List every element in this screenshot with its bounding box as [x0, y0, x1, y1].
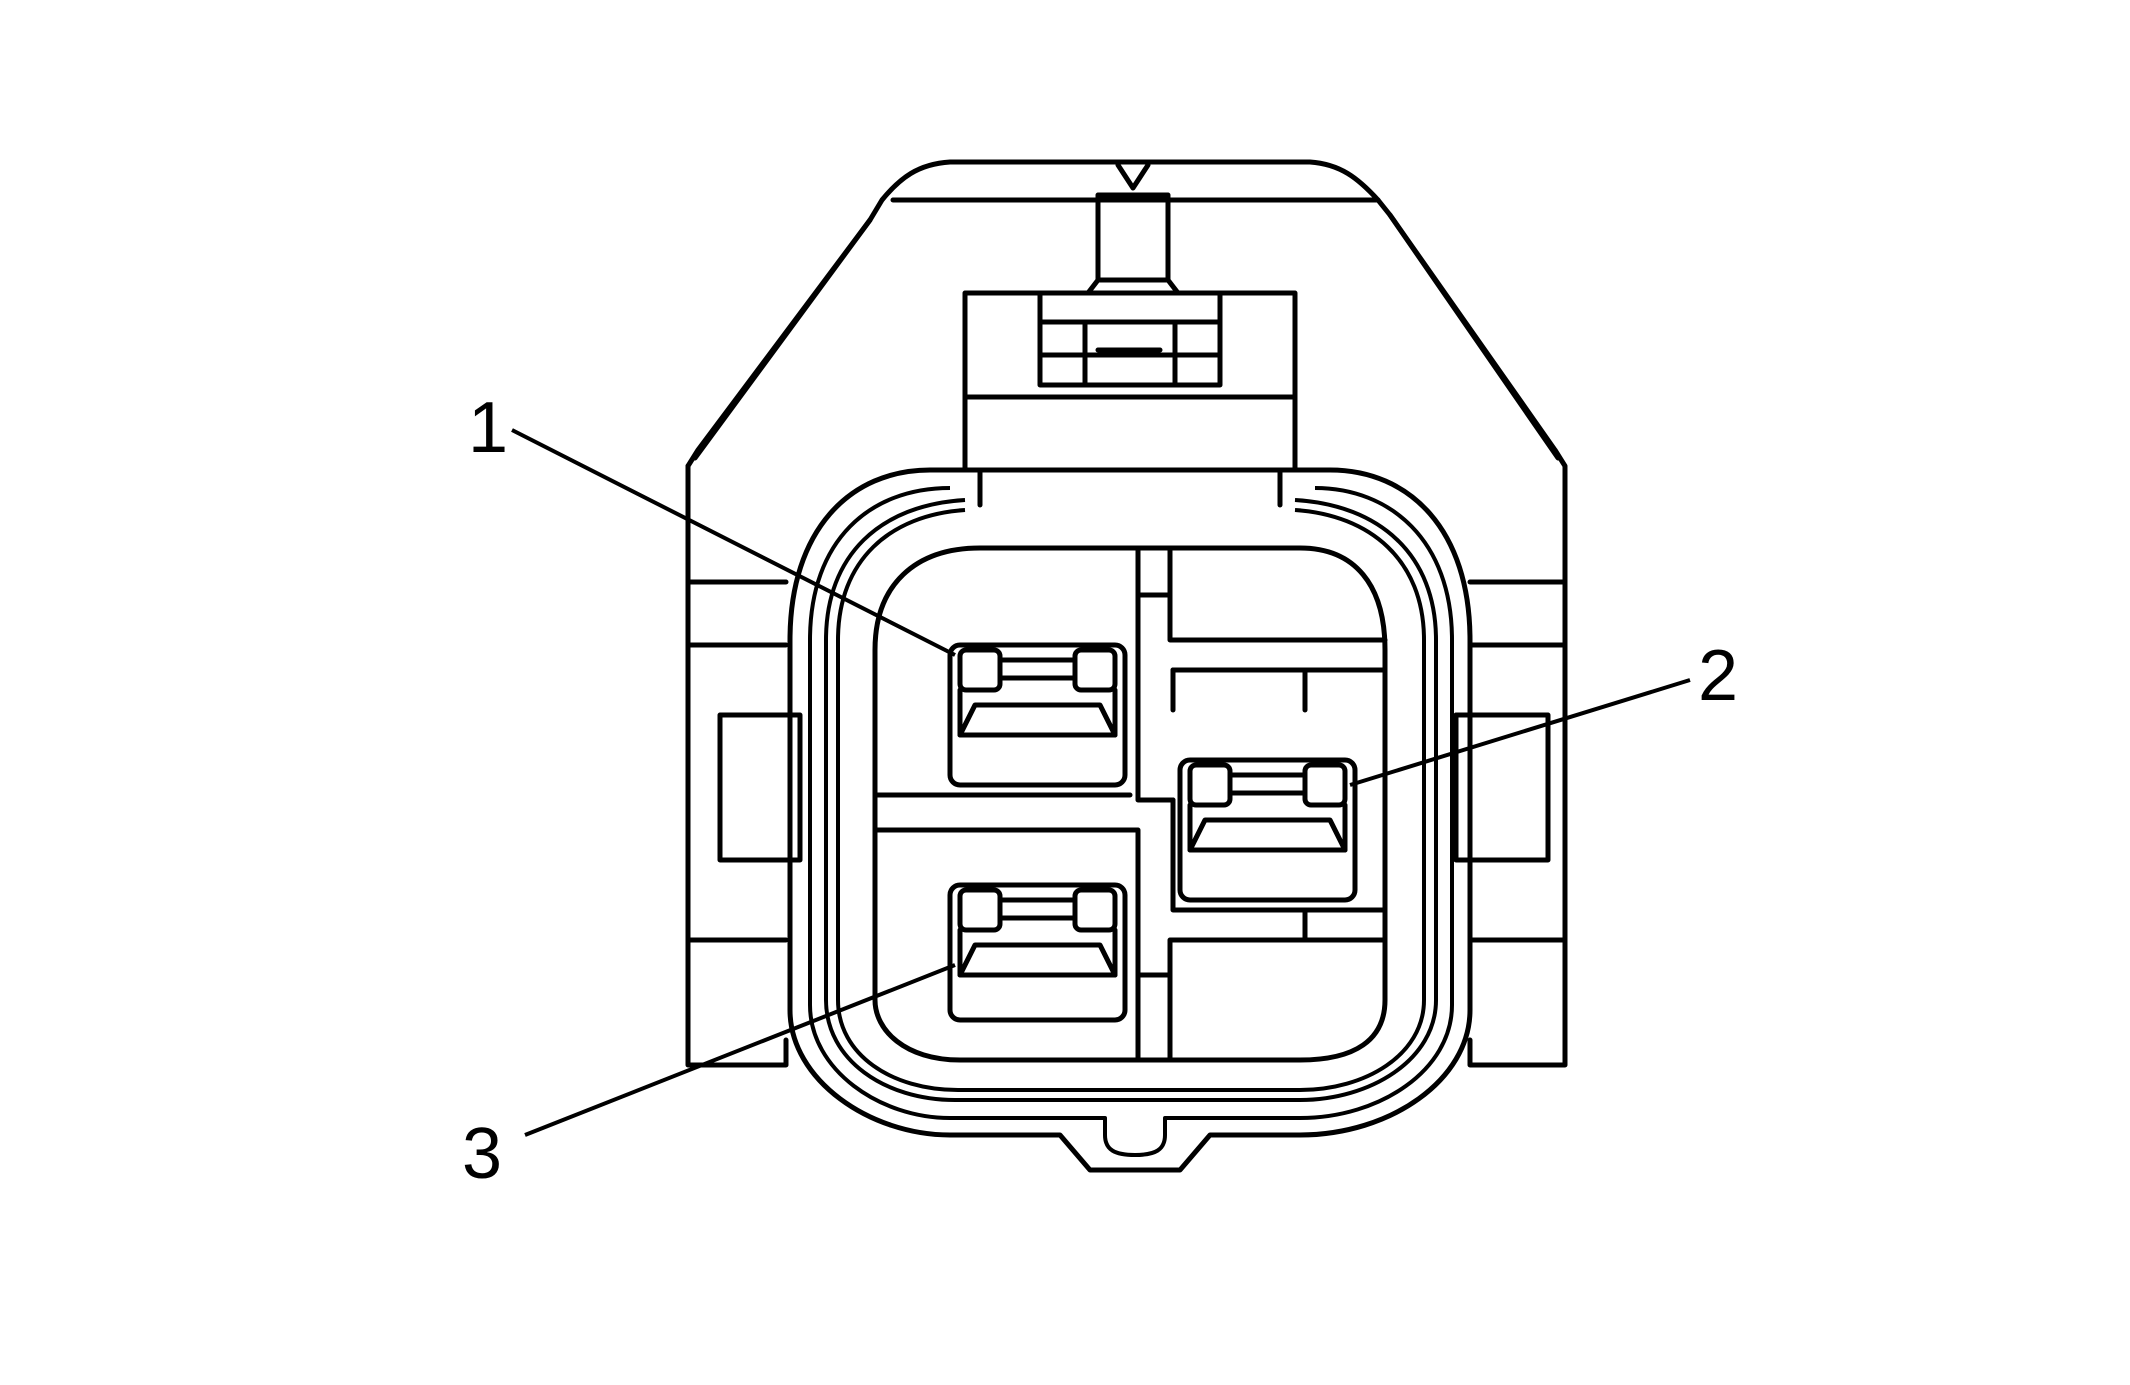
terminal-1 [947, 642, 1128, 788]
callout-label-2: 2 [1698, 636, 1738, 716]
locking-latch [962, 162, 1298, 508]
leader-line-3 [524, 963, 956, 1137]
terminal-2 [1177, 757, 1358, 903]
terminal-3 [947, 882, 1128, 1023]
terminal-cavity [872, 545, 1388, 1063]
leader-line-1 [511, 428, 956, 657]
callout-label-1: 1 [468, 388, 508, 468]
connector-housing [685, 159, 1568, 1068]
callout-leaders [511, 428, 1691, 1137]
connector-seal [787, 467, 1473, 1173]
leader-line-2 [1349, 678, 1691, 787]
callout-label-3: 3 [462, 1114, 502, 1194]
